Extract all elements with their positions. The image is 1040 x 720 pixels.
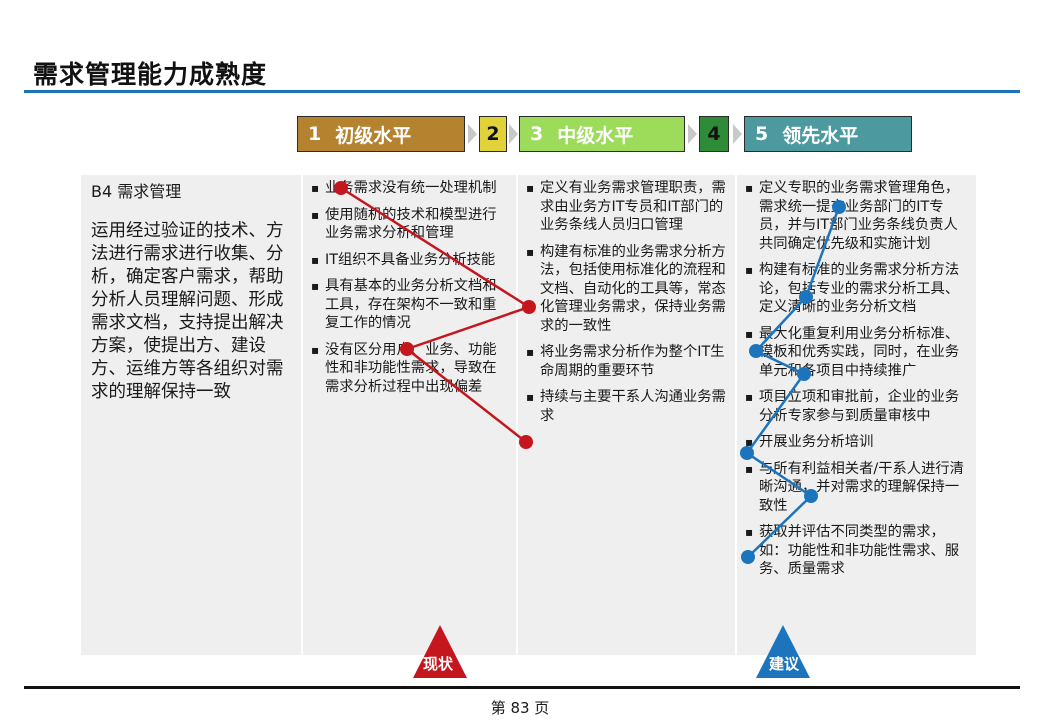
target-marker-label: 建议 xyxy=(769,655,800,673)
level-1-item: 业务需求没有统一处理机制 xyxy=(311,179,510,198)
current-state-point xyxy=(519,435,533,449)
page-title: 需求管理能力成熟度 xyxy=(33,60,268,89)
level-2-header: 2 xyxy=(479,116,507,152)
current-state-point xyxy=(522,300,536,314)
level-3-label: 中级水平 xyxy=(557,124,634,147)
level-5-item: 获取并评估不同类型的需求，如：功能性和非功能性需求、服务、质量需求 xyxy=(745,523,972,579)
level-1-item: 使用随机的技术和模型进行业务需求分析和管理 xyxy=(311,206,510,243)
level-5-number: 5 xyxy=(755,123,769,145)
level-3-item: 构建有标准的业务需求分析方法，包括使用标准化的流程和文档、自动化的工具等，常态化… xyxy=(526,243,729,336)
level-1-item: 没有区分用户、业务、功能性和非功能性需求，导致在需求分析过程中出现偏差 xyxy=(311,341,510,397)
level-5-item: 项目立项和审批前，企业的业务分析专家参与到质量审核中 xyxy=(745,388,972,425)
target-state-point xyxy=(832,200,846,214)
target-state-point xyxy=(799,290,813,304)
level-1-item: 具有基本的业务分析文档和工具，存在架构不一致和重复工作的情况 xyxy=(311,277,510,333)
level-1-number: 1 xyxy=(308,123,322,145)
level-4-number: 4 xyxy=(707,123,721,145)
level-1-label: 初级水平 xyxy=(335,124,412,147)
level-3-header: 3 中级水平 xyxy=(519,116,685,152)
title-divider xyxy=(24,90,1020,93)
page-number: 第 83 页 xyxy=(490,699,550,717)
chevron-right-icon xyxy=(688,124,697,144)
domain-name: B4 需求管理 xyxy=(91,182,182,201)
target-state-point xyxy=(749,344,763,358)
target-state-path xyxy=(745,206,841,558)
target-state-point xyxy=(741,550,755,564)
level-5-item: 开展业务分析培训 xyxy=(745,433,972,452)
footer-divider xyxy=(24,686,1020,689)
level-4-header: 4 xyxy=(699,116,729,152)
level-5-item: 定义专职的业务需求管理角色，需求统一提交业务部门的IT专员，并与IT部门业务条线… xyxy=(745,179,972,253)
current-state-point xyxy=(334,181,348,195)
level-1-item: IT组织不具备业务分析技能 xyxy=(311,251,510,270)
level-3-item: 持续与主要干系人沟通业务需求 xyxy=(526,388,729,425)
current-marker-triangle xyxy=(413,625,467,678)
current-state-line xyxy=(334,181,536,449)
chevron-right-icon xyxy=(468,124,477,144)
domain-description: 运用经过验证的技术、方法进行需求进行收集、分析，确定客户需求，帮助分析人员理解问… xyxy=(91,221,284,402)
chevron-right-icon xyxy=(509,124,518,144)
domain-column: B4 需求管理 运用经过验证的技术、方法进行需求进行收集、分析，确定客户需求，帮… xyxy=(81,175,301,655)
level-1-header: 1 初级水平 xyxy=(297,116,465,152)
current-marker-label: 现状 xyxy=(423,655,454,673)
level-5-label: 领先水平 xyxy=(782,124,859,147)
level-1-column: 业务需求没有统一处理机制 使用随机的技术和模型进行业务需求分析和管理 IT组织不… xyxy=(303,175,516,655)
current-state-path xyxy=(340,186,532,443)
level-3-column: 定义有业务需求管理职责，需求由业务方IT专员和IT部门的业务条线人员归口管理 构… xyxy=(518,175,735,655)
chevron-right-icon xyxy=(733,124,742,144)
level-5-item: 构建有标准的业务需求分析方法论，包括专业的需求分析工具、定义清晰的业务分析文档 xyxy=(745,261,972,317)
target-state-point xyxy=(740,446,754,460)
target-state-point xyxy=(804,489,818,503)
target-state-line xyxy=(740,200,846,564)
level-2-number: 2 xyxy=(486,123,500,145)
level-3-item: 定义有业务需求管理职责，需求由业务方IT专员和IT部门的业务条线人员归口管理 xyxy=(526,179,729,235)
target-state-point xyxy=(797,367,811,381)
level-5-column: 定义专职的业务需求管理角色，需求统一提交业务部门的IT专员，并与IT部门业务条线… xyxy=(737,175,976,655)
current-state-point xyxy=(400,342,414,356)
level-5-header: 5 领先水平 xyxy=(744,116,912,152)
level-3-item: 将业务需求分析作为整个IT生命周期的重要环节 xyxy=(526,343,729,380)
target-marker-triangle xyxy=(756,625,810,678)
level-3-number: 3 xyxy=(530,123,544,145)
